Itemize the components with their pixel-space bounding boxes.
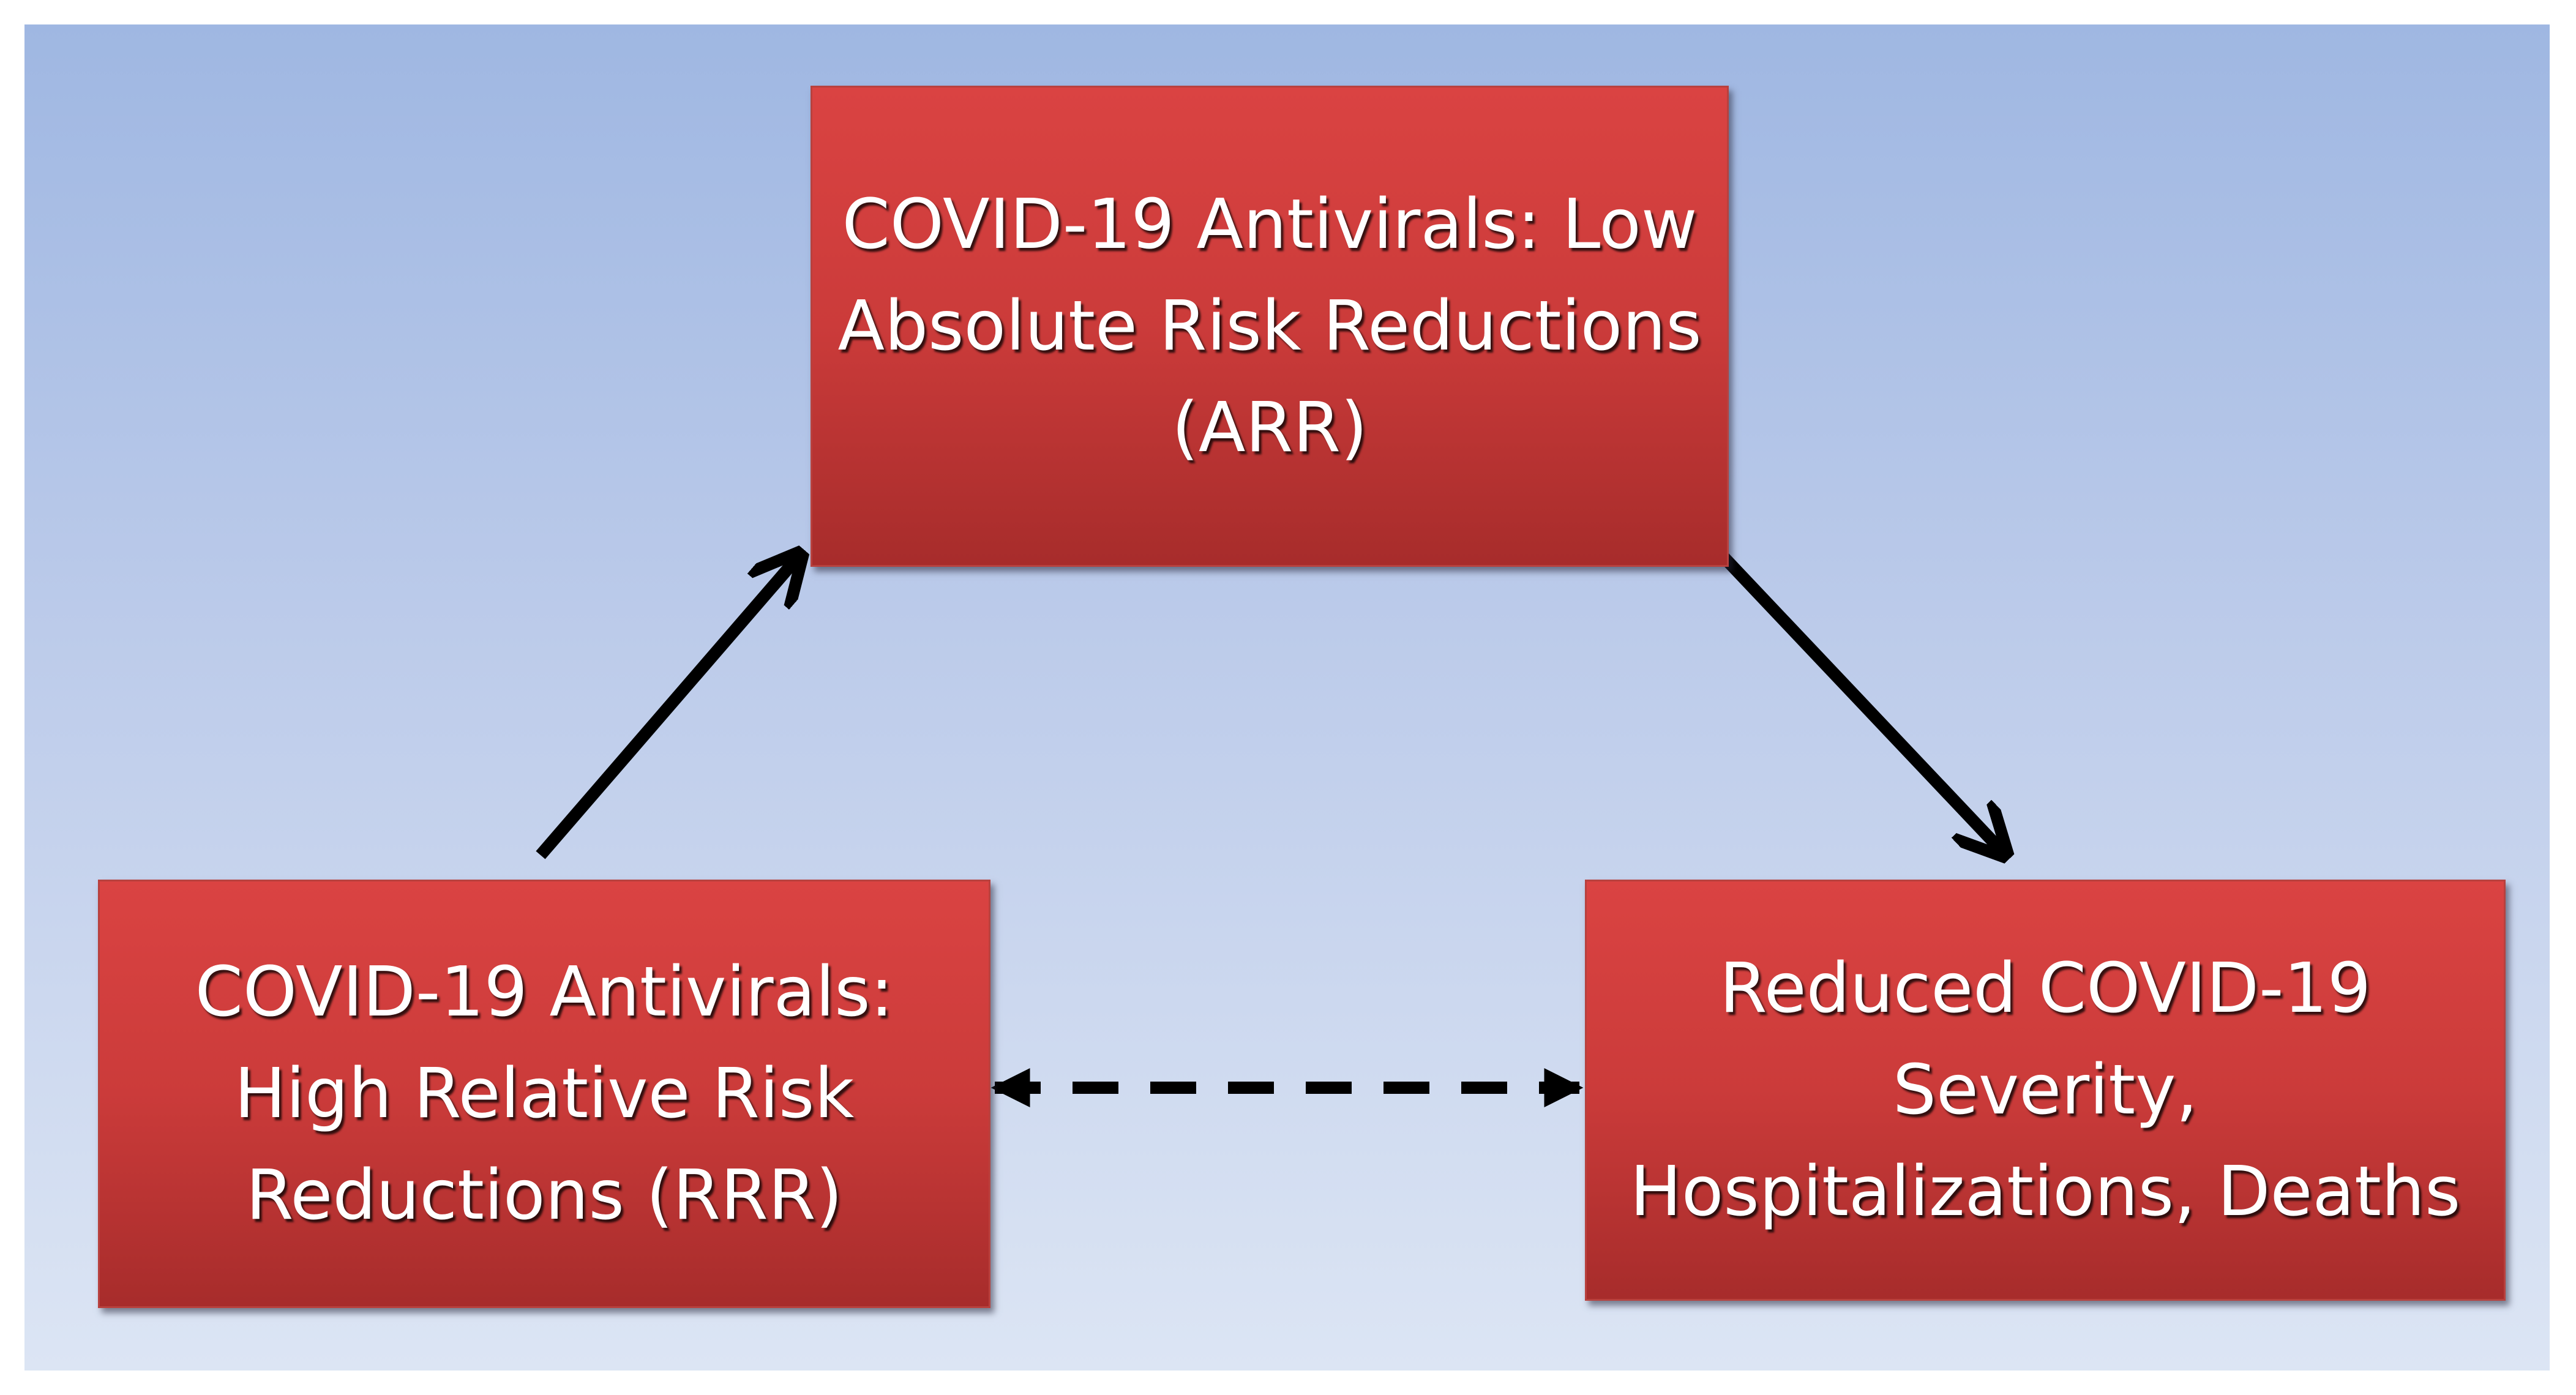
diagram-canvas: COVID-19 Antivirals: Low Absolute Risk R…	[24, 24, 2550, 1371]
node-right-label: Reduced COVID-19 Severity, Hospitalizati…	[1630, 949, 2461, 1232]
edge-arr-to-outcomes	[1717, 550, 2002, 851]
node-left-label: COVID-19 Antivirals: High Relative Risk …	[195, 952, 894, 1235]
node-reduced-severity-outcomes: Reduced COVID-19 Severity, Hospitalizati…	[1585, 880, 2506, 1301]
connector-layer	[536, 24, 2550, 1108]
edge-rrr-to-arr	[536, 558, 797, 859]
node-low-absolute-risk-reductions: COVID-19 Antivirals: Low Absolute Risk R…	[811, 86, 1729, 567]
node-top-label: COVID-19 Antivirals: Low Absolute Risk R…	[837, 185, 1702, 468]
node-high-relative-risk-reductions: COVID-19 Antivirals: High Relative Risk …	[98, 880, 990, 1308]
